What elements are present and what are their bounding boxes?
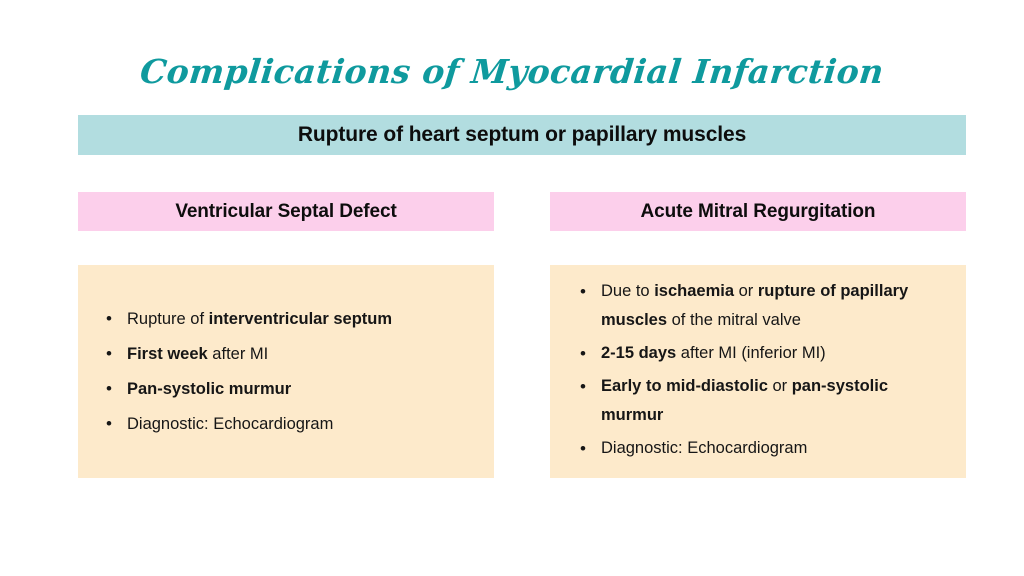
column-heading-bar-left: Ventricular Septal Defect [78, 192, 494, 231]
page-title: Complications of Myocardial Infarction [138, 52, 886, 91]
column-heading-bar-right: Acute Mitral Regurgitation [550, 192, 966, 231]
list-item: Diagnostic: Echocardiogram [104, 410, 472, 438]
list-item: Due to ischaemia or rupture of papillary… [578, 277, 948, 335]
list-item: 2-15 days after MI (inferior MI) [578, 339, 948, 368]
list-item: Diagnostic: Echocardiogram [578, 434, 948, 463]
list-item: Pan-systolic murmur [104, 375, 472, 403]
column-heading-label-left: Ventricular Septal Defect [175, 200, 397, 222]
column-body-left: Rupture of interventricular septum First… [78, 265, 494, 478]
list-item: First week after MI [104, 340, 472, 368]
list-item: Rupture of interventricular septum [104, 305, 472, 333]
column-acute-mitral-regurgitation: Acute Mitral Regurgitation Due to ischae… [550, 192, 966, 478]
bullet-list-left: Rupture of interventricular septum First… [104, 305, 472, 438]
column-body-right: Due to ischaemia or rupture of papillary… [550, 265, 966, 478]
column-heading-label-right: Acute Mitral Regurgitation [640, 200, 876, 222]
main-banner-label: Rupture of heart septum or papillary mus… [297, 123, 747, 146]
column-ventricular-septal-defect: Ventricular Septal Defect Rupture of int… [78, 192, 494, 478]
bullet-list-right: Due to ischaemia or rupture of papillary… [578, 277, 948, 467]
main-banner: Rupture of heart septum or papillary mus… [78, 115, 966, 155]
list-item: Early to mid-diastolic or pan-systolic m… [578, 372, 948, 430]
